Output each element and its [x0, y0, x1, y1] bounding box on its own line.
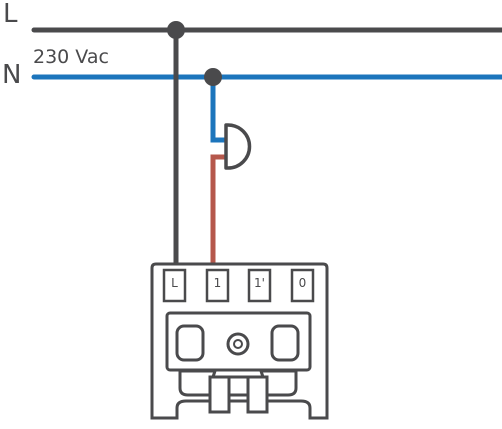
voltage-label: 230 Vac	[33, 46, 109, 68]
mechanism-slot-right	[270, 324, 300, 362]
terminal-label: 1'	[254, 276, 265, 290]
switch-module: L 1 1' 0	[150, 262, 329, 420]
neutral-junction	[204, 68, 222, 86]
neutral-label: N	[2, 60, 21, 90]
phase-junction	[167, 21, 185, 39]
contact-pin-right	[246, 375, 269, 414]
terminal-l	[162, 268, 187, 303]
bell-icon	[224, 123, 252, 170]
neutral-drop-wire	[210, 77, 226, 143]
terminal-1	[205, 268, 230, 303]
terminal-label: 0	[299, 276, 307, 290]
mechanism-slot-left	[175, 324, 205, 362]
terminal-0	[290, 268, 315, 303]
contact-pin-left	[208, 375, 231, 414]
terminal-1-prime	[247, 268, 272, 303]
terminal-label: L	[171, 276, 178, 290]
phase-label: L	[3, 0, 18, 29]
mechanism-screw-center	[233, 339, 243, 349]
load-wire	[210, 154, 226, 268]
terminal-label: 1	[214, 276, 222, 290]
